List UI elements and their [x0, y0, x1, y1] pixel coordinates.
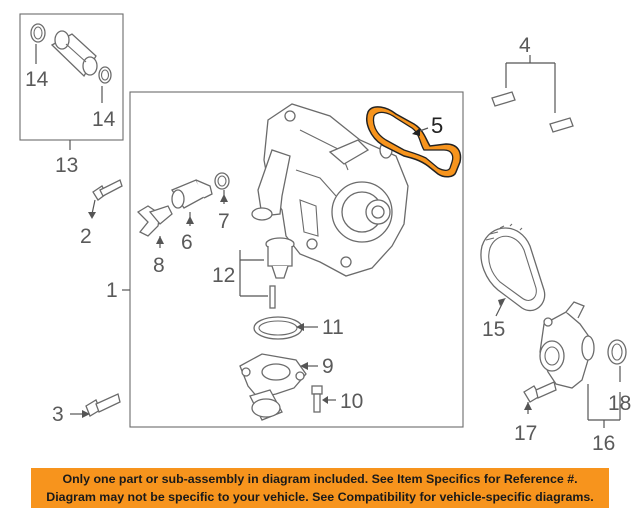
- group-box-13: [19, 13, 124, 141]
- part-9-outlet-housing: [239, 353, 318, 421]
- part-6-temperature-sensor: [171, 179, 213, 226]
- callout-10: 10: [340, 390, 363, 413]
- part-5-gasket: [366, 106, 462, 178]
- callout-2: 2: [80, 225, 92, 248]
- water-pump-housing: [251, 103, 409, 277]
- parts-diagram: 14 14 13 4 1 5: [19, 13, 631, 455]
- part-12-thermostat: [239, 237, 295, 309]
- part-10-bolt: [311, 385, 336, 413]
- part-7-seal: [214, 172, 230, 204]
- callout-5: 5: [431, 113, 443, 138]
- part-18-oring: [607, 339, 627, 382]
- part-3-bolt: [70, 393, 121, 418]
- part-8-clip: [136, 205, 173, 248]
- callout-18: 18: [608, 392, 631, 415]
- part-16-coolant-housing: [539, 301, 621, 428]
- callout-7: 7: [218, 210, 230, 233]
- notice-line-1: Only one part or sub-assembly in diagram…: [62, 472, 578, 486]
- callout-14-lower: 14: [92, 108, 116, 131]
- callout-15: 15: [482, 318, 505, 341]
- part-13-connector-pipe: [50, 30, 98, 78]
- callout-9: 9: [322, 355, 334, 378]
- main-assembly-box: [129, 91, 464, 428]
- callout-16: 16: [592, 432, 615, 455]
- part-14-oring-lower: [98, 66, 112, 84]
- callout-3: 3: [52, 403, 64, 426]
- callout-13: 13: [55, 154, 78, 177]
- callout-11: 11: [322, 316, 344, 339]
- callout-17: 17: [514, 422, 537, 445]
- callout-12: 12: [212, 264, 235, 287]
- part-17-bolt: [523, 381, 557, 414]
- callout-6: 6: [181, 231, 193, 254]
- notice-banner: Only one part or sub-assembly in diagram…: [31, 468, 609, 508]
- callout-14-upper: 14: [25, 68, 49, 91]
- part-2-bolt: [88, 179, 123, 219]
- part-15-belt: [480, 223, 546, 317]
- part-4-pins: [491, 55, 574, 133]
- notice-line-2: Diagram may not be specific to your vehi…: [46, 490, 594, 504]
- part-14-oring-upper: [30, 23, 46, 43]
- part-11-seal-ring: [253, 316, 318, 340]
- callout-1: 1: [106, 279, 118, 302]
- callout-8: 8: [153, 254, 165, 277]
- callout-4: 4: [519, 34, 531, 57]
